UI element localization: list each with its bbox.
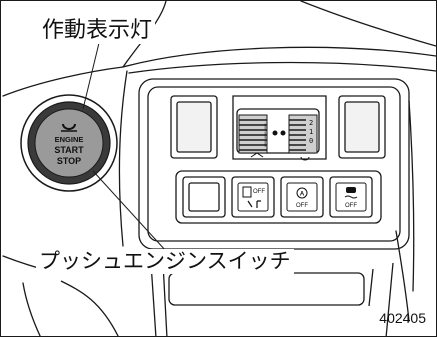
console-right-edge-2 [368, 268, 374, 307]
svg-text:A: A [300, 192, 305, 198]
engine-start-stop-button: ENGINE START STOP [20, 94, 118, 192]
illumination-wheel: 2 1 0 [280, 114, 318, 161]
start-button-line2: START [54, 145, 84, 155]
switch-button-3-text: OFF [345, 203, 357, 209]
left-wheel-mark-1: | [263, 123, 267, 131]
indicator-leader-line [82, 42, 100, 110]
dash-left-contour [118, 70, 128, 247]
headlight-icon [300, 156, 310, 161]
start-button-callout: プッシュエンジンスイッチ [36, 249, 294, 274]
console-left-curve [60, 280, 119, 336]
dash-inner-curve [128, 61, 436, 74]
console-left-edge [150, 262, 157, 336]
indicator-lamp-icon [62, 123, 76, 130]
vdc-off-icon [346, 187, 356, 193]
indicator-lamp-callout: 作動表示灯 [39, 18, 156, 44]
dimmer-icon [250, 152, 264, 158]
console-left-edge-2 [162, 262, 168, 336]
start-button-line1: ENGINE [55, 135, 84, 144]
dash-right-contour [408, 100, 415, 292]
console-right-edge [385, 262, 394, 336]
right-wheel-mark-3: 0 [309, 137, 313, 145]
dash-top-left-curve [2, 66, 124, 97]
right-wheel-mark-2: 1 [309, 128, 313, 136]
dash-top-curve [122, 46, 436, 68]
switch-button-3: OFF [329, 176, 373, 218]
dash-right-lower [395, 230, 410, 322]
dash-lower-left-2 [22, 282, 41, 336]
switch-button-1-text: OFF [253, 189, 265, 195]
console-tray [168, 272, 365, 306]
start-button-line3: STOP [57, 156, 81, 166]
lower-switch-row [175, 170, 382, 224]
headlight-leveling-wheel: | | | [238, 114, 278, 158]
switch-button-2: A OFF [280, 176, 324, 218]
left-wheel-mark-3: | [263, 139, 267, 147]
switch-button-1: OFF [231, 176, 275, 218]
parking-sensor-off-icon [242, 186, 252, 198]
figure-code: 402405 [379, 310, 426, 326]
dash-vent-line [300, 1, 436, 47]
left-wheel-mark-2: | [263, 131, 267, 139]
switch-button-2-text: OFF [296, 203, 308, 209]
button-leader-line [92, 170, 167, 252]
eyesight-off-icon [296, 187, 308, 199]
right-wheel-mark-1: 2 [309, 119, 313, 127]
